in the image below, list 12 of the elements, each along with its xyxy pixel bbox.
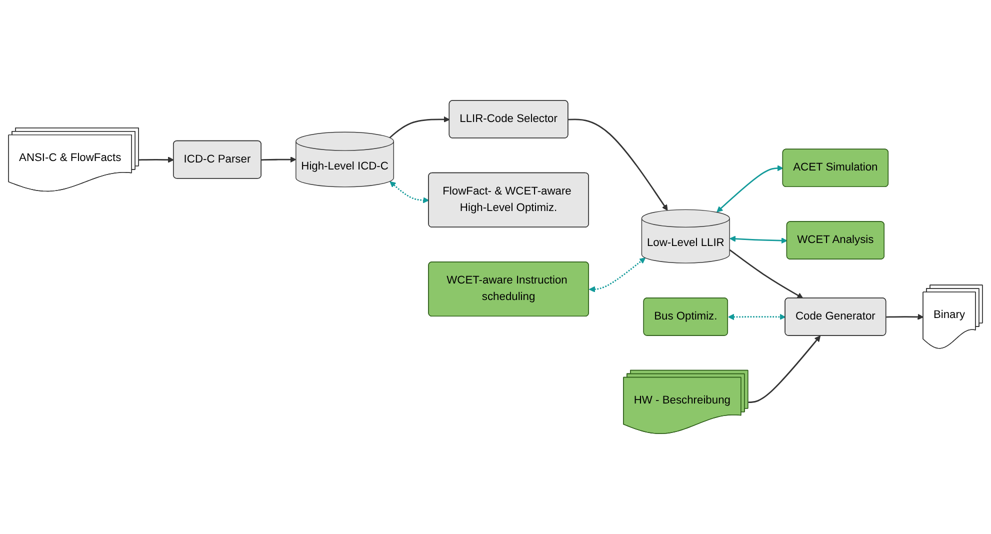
arrow xyxy=(886,314,924,320)
arrow xyxy=(389,116,450,138)
arrow xyxy=(728,314,786,320)
arrow xyxy=(390,181,430,204)
arrow xyxy=(568,118,668,211)
arrow xyxy=(588,258,646,292)
arrow xyxy=(730,236,788,244)
arrow xyxy=(716,165,784,212)
arrow xyxy=(261,156,296,163)
arrow xyxy=(748,336,821,403)
arrow xyxy=(729,249,804,298)
arrow xyxy=(138,156,174,163)
